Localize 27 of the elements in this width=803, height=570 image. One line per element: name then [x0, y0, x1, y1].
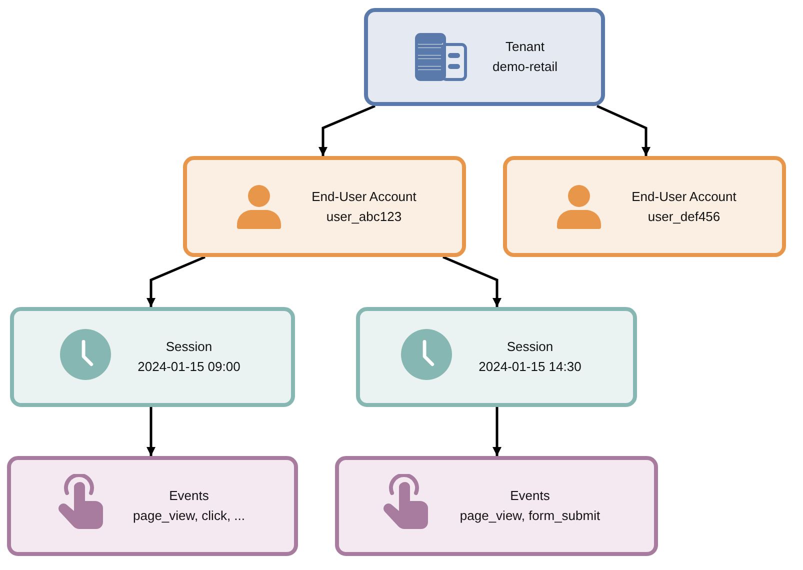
- entity-box: [7, 456, 298, 556]
- node-title: End-User Account: [632, 188, 736, 206]
- entity-box: [183, 156, 466, 257]
- entity-box: [335, 456, 658, 556]
- node-title: Events: [169, 487, 209, 505]
- node-subtitle: user_def456: [648, 208, 720, 226]
- node-subtitle: demo-retail: [492, 58, 558, 76]
- node-title: Session: [506, 338, 554, 356]
- entity-box: [364, 8, 605, 106]
- entity-box: [10, 307, 295, 407]
- arrow: [442, 256, 502, 307]
- node-subtitle: user_abc123: [326, 208, 402, 226]
- node-subtitle: 2024-01-15 09:00: [138, 358, 240, 376]
- arrow: [146, 407, 156, 456]
- arrow: [596, 104, 650, 156]
- node-title: Events: [510, 487, 550, 505]
- node-subtitle: page_view, form_submit: [460, 507, 600, 525]
- arrow: [318, 104, 376, 156]
- arrow: [146, 256, 206, 307]
- node-subtitle: 2024-01-15 14:30: [478, 358, 582, 376]
- node-title: Tenant: [505, 38, 545, 56]
- arrow: [492, 407, 502, 456]
- node-title: End-User Account: [312, 188, 416, 206]
- entity-box: [356, 307, 637, 407]
- node-subtitle: page_view, click, ...: [133, 507, 245, 525]
- node-title: Session: [166, 338, 212, 356]
- entity-box: [503, 156, 786, 257]
